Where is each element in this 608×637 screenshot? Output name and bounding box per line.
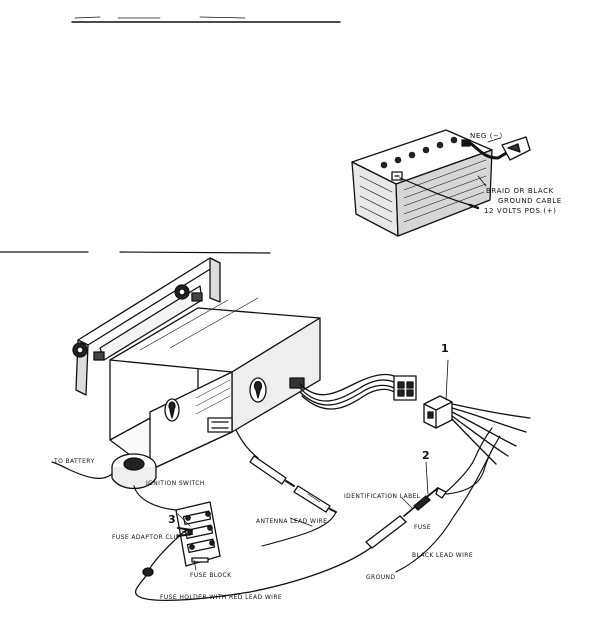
ignition-switch-label: IGNITION SWITCH bbox=[146, 480, 205, 487]
ground-cable-label: GROUND CABLE bbox=[498, 197, 562, 205]
callout-2: 2 bbox=[422, 449, 430, 462]
fuse-holder-red-lead bbox=[136, 530, 380, 600]
fuse-adaptor-clip-label: FUSE ADAPTOR CLIP bbox=[112, 534, 180, 541]
to-battery-label: TO BATTERY bbox=[54, 458, 95, 465]
radio-unit bbox=[73, 258, 320, 470]
top-rule bbox=[72, 17, 340, 22]
fuse-and-ground-wire bbox=[366, 428, 500, 572]
fuse-block-label: FUSE BLOCK bbox=[190, 572, 232, 579]
fuse-holder-label: FUSE HOLDER WITH RED LEAD WIRE bbox=[160, 594, 283, 601]
harness-connector bbox=[424, 360, 530, 464]
black-lead-wire-label: BLACK LEAD WIRE bbox=[412, 552, 474, 559]
volts-label: 12 VOLTS POS (+) bbox=[484, 207, 557, 215]
fuse-label: FUSE bbox=[414, 524, 432, 531]
fuse-block bbox=[176, 502, 220, 566]
middle-rule bbox=[0, 252, 270, 253]
callout-1: 1 bbox=[441, 342, 449, 355]
radio-harness bbox=[300, 374, 416, 409]
identification-label-text: IDENTIFICATION LABEL bbox=[344, 493, 421, 500]
ground-label: GROUND bbox=[366, 574, 396, 581]
label-leaders bbox=[178, 498, 412, 570]
neg-label: NEG (−) bbox=[470, 132, 503, 140]
callout-3: 3 bbox=[168, 513, 176, 526]
antenna-lead bbox=[236, 430, 336, 546]
antenna-lead-wire-label: ANTENNA LEAD WIRE bbox=[256, 518, 328, 525]
braid-label: BRAID OR BLACK bbox=[486, 187, 554, 195]
battery bbox=[352, 130, 530, 236]
